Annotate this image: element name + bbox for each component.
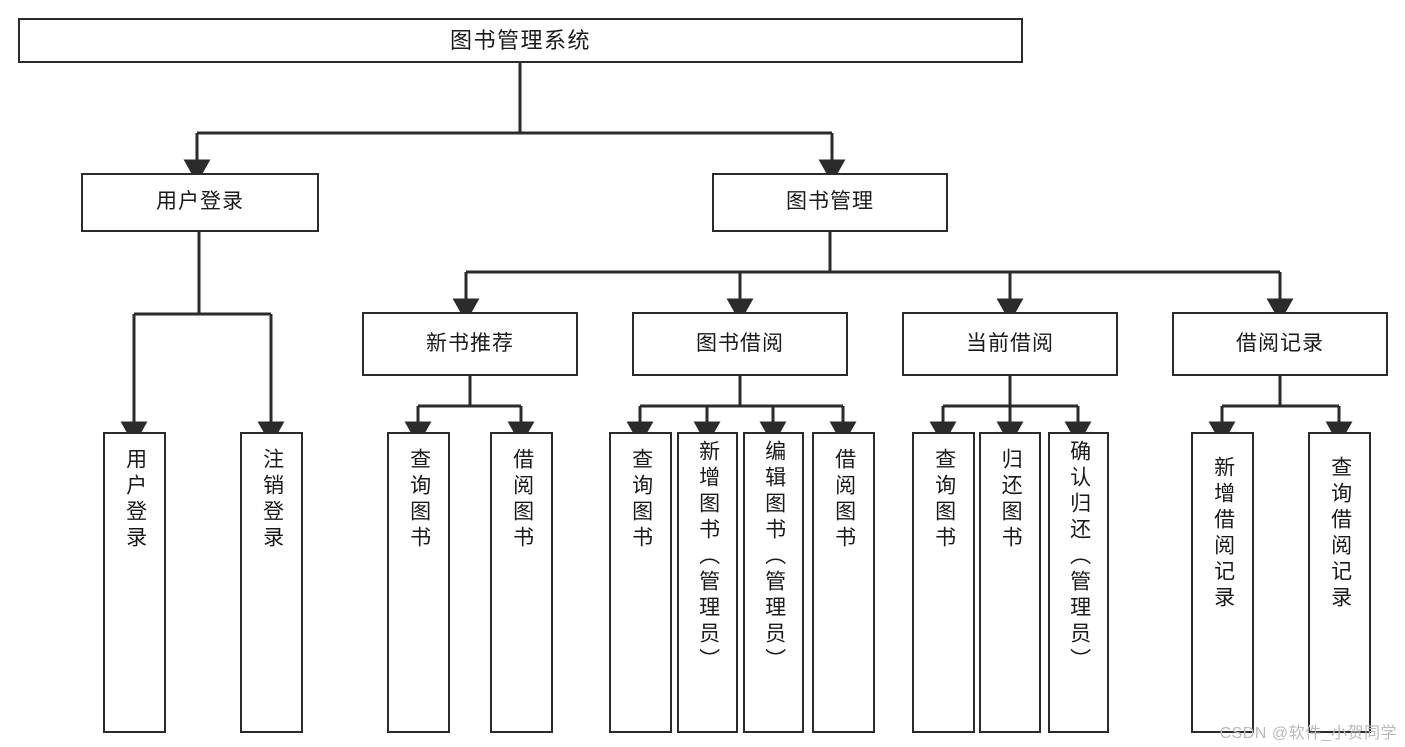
- leaf-query-book-1[interactable]: 查询图书: [387, 432, 450, 733]
- node-book-borrow[interactable]: 图书借阅: [632, 312, 848, 376]
- leaf-label: 查询图书: [407, 448, 431, 552]
- csdn-watermark: CSDN @软件_小贺同学: [1219, 725, 1397, 742]
- node-root-system[interactable]: 图书管理系统: [18, 18, 1023, 63]
- leaf-label: 注销登录: [260, 448, 284, 552]
- leaf-query-book-2[interactable]: 查询图书: [609, 432, 672, 733]
- leaf-user-login[interactable]: 用户登录: [103, 432, 166, 733]
- leaf-label: 查询借阅记录: [1328, 456, 1352, 612]
- leaf-label: 确认归还（管理员）: [1067, 440, 1091, 674]
- leaf-return-book[interactable]: 归还图书: [979, 432, 1041, 733]
- node-label: 新书推荐: [426, 331, 514, 355]
- leaf-label: 用户登录: [123, 448, 147, 552]
- node-user-login[interactable]: 用户登录: [81, 173, 319, 232]
- node-label: 图书管理系统: [449, 27, 591, 53]
- leaf-add-record[interactable]: 新增借阅记录: [1191, 432, 1254, 733]
- leaf-label: 借阅图书: [832, 448, 856, 552]
- node-label: 图书管理: [786, 190, 874, 214]
- node-label: 图书借阅: [696, 331, 784, 355]
- leaf-add-book[interactable]: 新增图书（管理员）: [677, 432, 738, 733]
- leaf-label: 查询图书: [932, 448, 956, 552]
- node-book-management[interactable]: 图书管理: [712, 173, 948, 232]
- leaf-label: 编辑图书（管理员）: [762, 440, 786, 674]
- leaf-label: 借阅图书: [510, 448, 534, 552]
- node-current-borrow[interactable]: 当前借阅: [902, 312, 1118, 376]
- leaf-edit-book[interactable]: 编辑图书（管理员）: [743, 432, 804, 733]
- leaf-query-book-3[interactable]: 查询图书: [912, 432, 975, 733]
- leaf-borrow-book-2[interactable]: 借阅图书: [812, 432, 875, 733]
- node-new-book-recommend[interactable]: 新书推荐: [362, 312, 578, 376]
- leaf-label: 查询图书: [629, 448, 653, 552]
- leaf-query-record[interactable]: 查询借阅记录: [1308, 432, 1371, 733]
- node-label: 借阅记录: [1236, 331, 1324, 355]
- leaf-label: 新增借阅记录: [1211, 456, 1235, 612]
- node-borrow-record[interactable]: 借阅记录: [1172, 312, 1388, 376]
- leaf-label: 归还图书: [999, 448, 1023, 552]
- leaf-label: 新增图书（管理员）: [696, 440, 720, 674]
- leaf-logout[interactable]: 注销登录: [240, 432, 303, 733]
- leaf-confirm-return[interactable]: 确认归还（管理员）: [1048, 432, 1109, 733]
- node-label: 用户登录: [156, 190, 244, 214]
- node-label: 当前借阅: [966, 331, 1054, 355]
- leaf-borrow-book-1[interactable]: 借阅图书: [490, 432, 553, 733]
